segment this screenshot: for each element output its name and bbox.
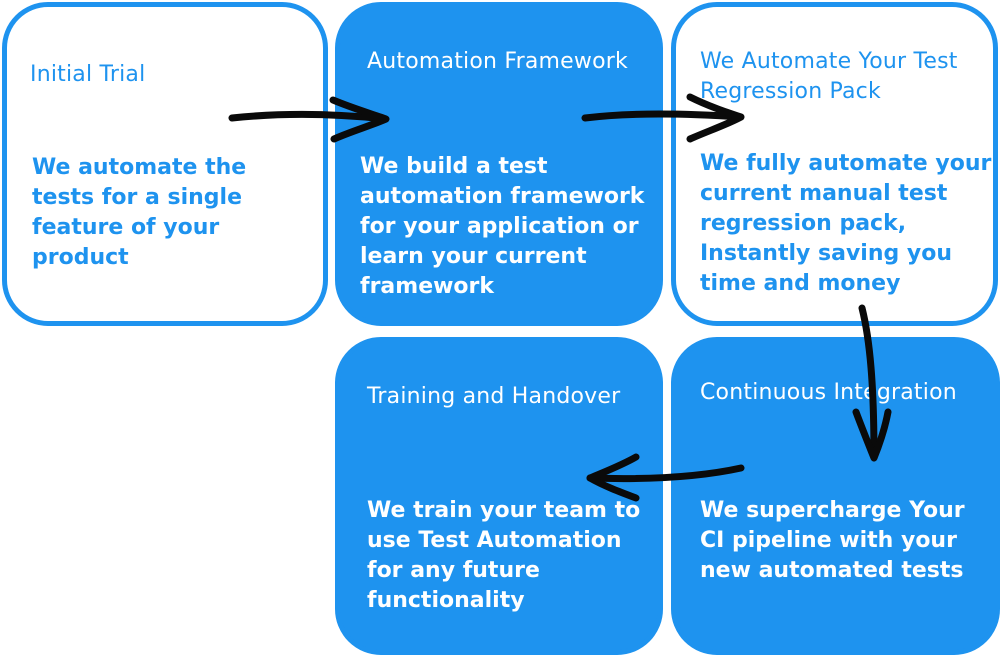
step-training-handover: Training and Handover We train your team…: [335, 337, 663, 655]
step-description: We build a test automation framework for…: [360, 154, 645, 299]
step-test-regression-pack: We Automate Your Test Regression Pack We…: [671, 2, 998, 326]
step-title: Initial Trial: [30, 62, 146, 87]
step-description: We fully automate your current manual te…: [700, 151, 992, 296]
step-initial-trial: Initial Trial We automate the tests for …: [2, 2, 328, 326]
step-description: We automate the tests for a single featu…: [32, 155, 247, 270]
step-continuous-integration: Continuous Integration We supercharge Yo…: [671, 337, 1000, 655]
step-automation-framework: Automation Framework We build a test aut…: [335, 2, 663, 326]
step-description: We train your team to use Test Automatio…: [367, 498, 641, 613]
step-title: Continuous Integration: [700, 380, 957, 405]
step-title: Automation Framework: [367, 49, 628, 74]
step-description: We supercharge Your CI pipeline with you…: [700, 498, 965, 583]
step-title: We Automate Your Test Regression Pack: [700, 49, 958, 104]
step-title: Training and Handover: [367, 384, 621, 409]
